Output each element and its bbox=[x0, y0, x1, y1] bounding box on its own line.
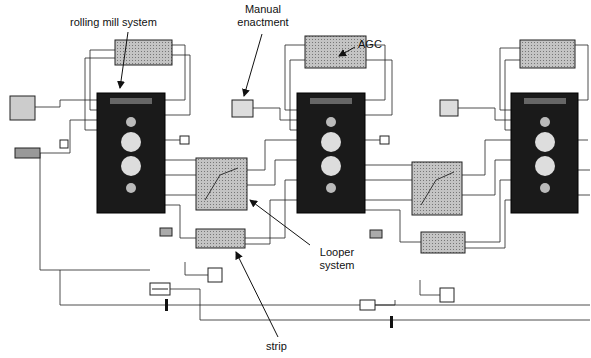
label-text: Looper system bbox=[320, 246, 355, 271]
callout-label: strip bbox=[266, 340, 306, 353]
label-text: strip bbox=[266, 340, 287, 352]
label-text: Manual enactment bbox=[237, 3, 288, 28]
label-text: rolling mill system bbox=[70, 16, 157, 28]
callout-label: rolling mill system bbox=[70, 16, 190, 29]
callout-label: Looper system bbox=[312, 246, 362, 272]
label-text: AGC bbox=[358, 38, 382, 50]
callout-label: AGC bbox=[358, 38, 398, 51]
callout-label: Manual enactment bbox=[232, 3, 294, 29]
